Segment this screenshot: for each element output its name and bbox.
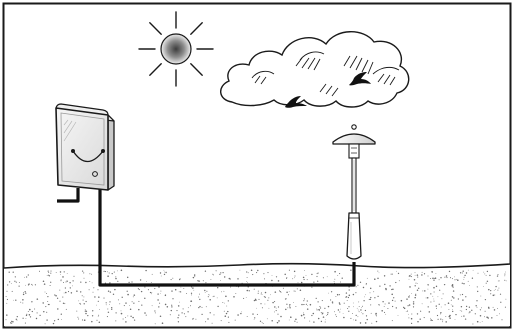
buried-cable <box>98 188 356 287</box>
ground-soil <box>3 262 511 326</box>
bird-icon <box>285 72 371 108</box>
sun-ray <box>190 63 203 76</box>
soil-texture <box>5 269 507 325</box>
sun-ray <box>149 63 162 76</box>
garden-lamp-icon <box>332 124 376 260</box>
sun-ray <box>149 22 162 35</box>
supply-cable <box>57 188 80 203</box>
sun-ray <box>190 22 203 35</box>
sun-icon <box>138 11 214 87</box>
control-box-icon <box>55 103 115 191</box>
cloud-icon <box>220 31 410 108</box>
